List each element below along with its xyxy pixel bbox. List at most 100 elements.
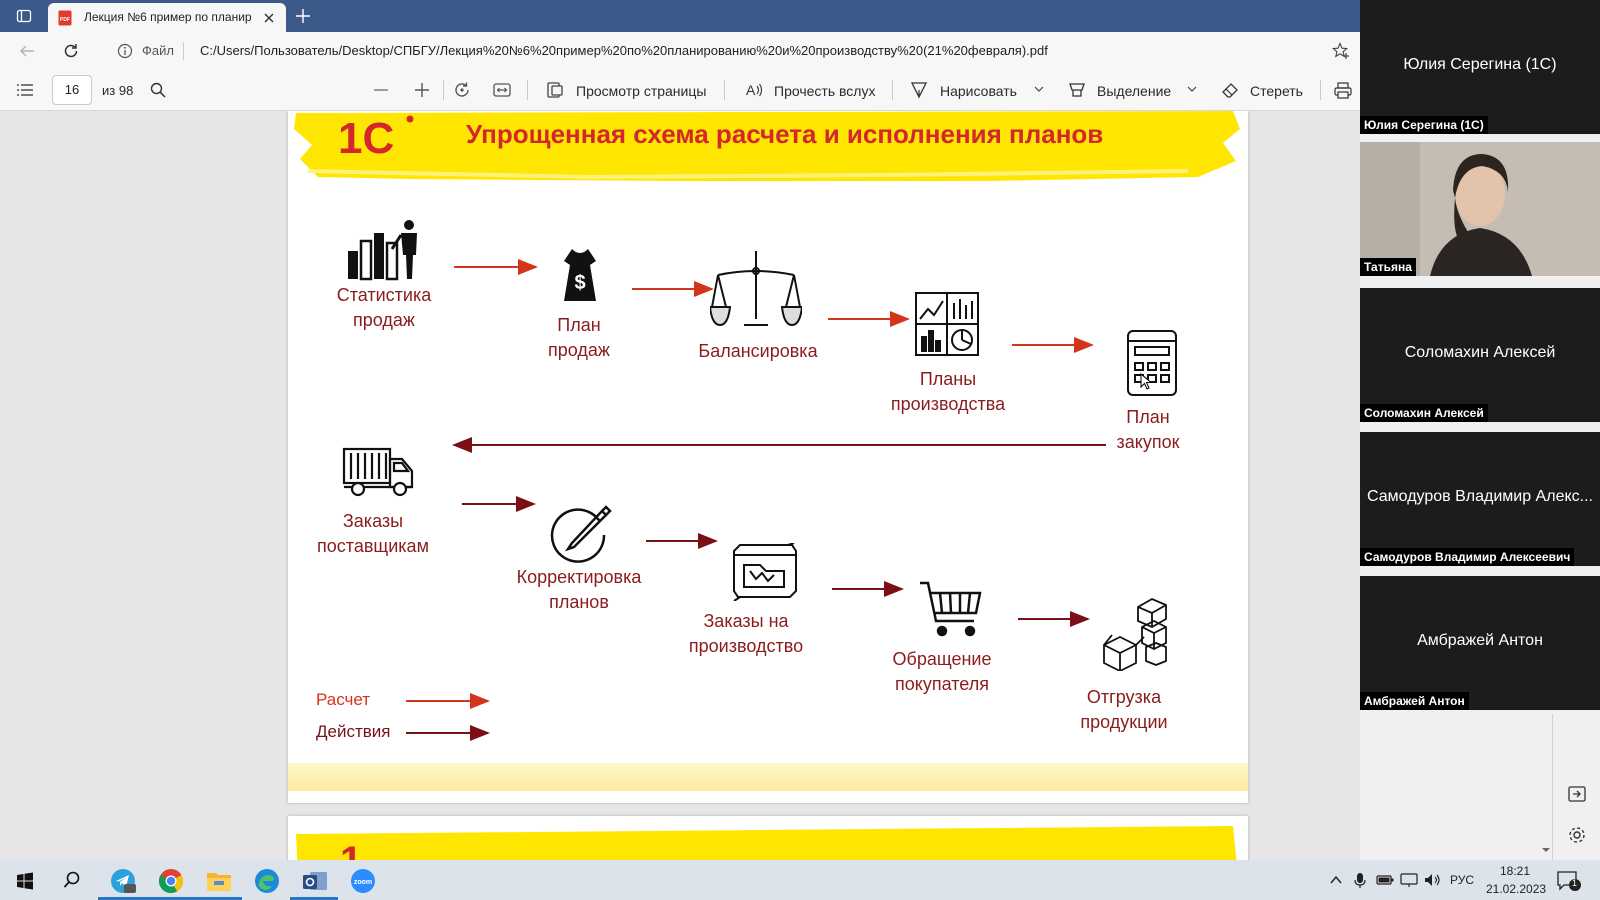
zoom-icon[interactable]: zoom	[350, 868, 376, 894]
windows-icon[interactable]	[16, 872, 34, 890]
participant-caption: Юлия Серегина (1С)	[1360, 116, 1488, 134]
participant-tile[interactable]: Самодуров Владимир Алекс... Самодуров Вл…	[1360, 432, 1600, 566]
page-total: из 98	[102, 83, 134, 98]
plan-correction-pencil-icon	[550, 501, 614, 563]
node-sales-plan: План продаж	[548, 315, 610, 360]
rotate-icon[interactable]	[453, 81, 471, 99]
page-number-input[interactable]: 16	[52, 75, 92, 105]
volume-icon[interactable]	[1424, 873, 1442, 887]
microphone-icon[interactable]	[1354, 872, 1366, 888]
toolbar-divider	[527, 80, 528, 100]
settings-gear-icon[interactable]	[1568, 826, 1586, 844]
participant-name: Самодуров Владимир Алекс...	[1367, 488, 1593, 505]
svg-text:1: 1	[340, 839, 362, 860]
node-balancing: Балансировка	[698, 341, 818, 361]
toolbar-divider	[892, 80, 893, 100]
erase-button[interactable]: Стереть	[1250, 83, 1303, 99]
taskbar-active-underline	[194, 897, 242, 900]
tab-actions-icon[interactable]	[16, 8, 32, 24]
url-field[interactable]: C:/Users/Пользователь/Desktop/СПБГУ/Лекц…	[200, 43, 1048, 58]
exit-panel-icon[interactable]	[1568, 786, 1586, 802]
outlook-icon[interactable]	[302, 868, 328, 894]
new-tab-icon[interactable]	[295, 8, 311, 24]
draw-button[interactable]: Нарисовать	[940, 83, 1017, 99]
participant-tile[interactable]: Соломахин Алексей Соломахин Алексей	[1360, 288, 1600, 422]
favorite-star-icon[interactable]	[1332, 42, 1350, 60]
participant-name: Амбражей Антон	[1417, 632, 1543, 649]
input-language[interactable]: РУС	[1450, 873, 1475, 887]
zoom-out-icon[interactable]	[373, 82, 389, 98]
clock-time[interactable]: 18:21	[1500, 864, 1531, 878]
node-shipment: Отгрузка продукции	[1080, 687, 1168, 732]
site-info-icon[interactable]	[117, 43, 133, 59]
sales-plan-dress-icon: $	[556, 247, 604, 303]
participant-caption: Соломахин Алексей	[1360, 404, 1488, 422]
telegram-icon[interactable]	[110, 868, 136, 894]
1c-logo: 1С	[338, 113, 428, 159]
participant-video-frame	[1360, 142, 1600, 276]
highlight-icon[interactable]	[1068, 81, 1086, 99]
contents-list-icon[interactable]	[16, 82, 34, 98]
participant-tile[interactable]: Амбражей Антон Амбражей Антон	[1360, 576, 1600, 710]
fit-width-icon[interactable]	[493, 82, 511, 98]
node-purchase-plan: План закупок	[1116, 407, 1180, 452]
highlight-button[interactable]: Выделение	[1097, 83, 1172, 99]
sales-statistics-icon	[346, 219, 422, 281]
svg-text:zoom: zoom	[354, 879, 372, 886]
pdf-viewer[interactable]: 1С Упрощенная схема расчета и исполнения…	[0, 111, 1360, 860]
tray-chevron-up-icon[interactable]	[1330, 875, 1342, 885]
slide-footer-band	[288, 763, 1248, 791]
file-explorer-icon[interactable]	[206, 869, 232, 893]
back-arrow-icon[interactable]	[18, 43, 36, 59]
edge-icon[interactable]	[254, 868, 280, 894]
page-view-icon[interactable]	[546, 82, 564, 98]
zoom-in-icon[interactable]	[414, 82, 430, 98]
clock-date[interactable]: 21.02.2023	[1486, 882, 1547, 896]
draw-chevron-down-icon[interactable]	[1034, 85, 1044, 93]
node-sales-statistics: Статистика продаж	[336, 285, 432, 330]
participant-caption: Амбражей Антон	[1360, 692, 1469, 710]
svg-text:$: $	[574, 272, 585, 294]
search-icon[interactable]	[63, 871, 81, 889]
address-bar: Файл C:/Users/Пользователь/Desktop/СПБГУ…	[0, 32, 1360, 70]
draw-icon[interactable]	[910, 81, 928, 99]
participant-caption: Самодуров Владимир Алексеевич	[1360, 548, 1575, 566]
battery-icon[interactable]	[1376, 874, 1394, 886]
purchase-plan-calculator-icon	[1126, 329, 1178, 397]
participant-name: Соломахин Алексей	[1404, 344, 1556, 361]
eraser-icon[interactable]	[1221, 81, 1239, 99]
scroll-down-arrow-icon[interactable]	[1541, 846, 1551, 854]
browser-tab[interactable]: PDF Лекция №6 пример по планир	[48, 3, 286, 32]
toolbar-divider	[443, 80, 444, 100]
url-separator	[183, 42, 184, 60]
tab-title: Лекция №6 пример по планир	[84, 10, 252, 24]
print-icon[interactable]	[1334, 81, 1352, 99]
panel-scrollbar[interactable]	[1552, 714, 1553, 860]
next-pdf-page: 1	[288, 816, 1248, 860]
node-customer-request: Обращение покупателя	[892, 649, 992, 694]
legend-actions-label: Действия	[316, 722, 391, 741]
page-view-button[interactable]: Просмотр страницы	[576, 83, 707, 99]
participants-panel: Юлия Серегина (1С) Юлия Серегина (1С) Та…	[1360, 0, 1600, 860]
refresh-icon[interactable]	[62, 42, 80, 60]
pdf-toolbar: 16 из 98 Просмотр страницы A Прочесть вс…	[0, 70, 1360, 111]
highlight-chevron-down-icon[interactable]	[1187, 85, 1197, 93]
svg-text:PDF: PDF	[60, 17, 70, 23]
shipment-boxes-icon	[1102, 591, 1172, 671]
notifications-icon[interactable]: 1	[1556, 870, 1582, 892]
node-production-orders: Заказы на производство	[688, 611, 804, 656]
chrome-icon[interactable]	[158, 868, 184, 894]
notification-count: 1	[1572, 878, 1578, 888]
node-production-plans: Планы производства	[890, 369, 1006, 414]
participant-tile[interactable]: Юлия Серегина (1С) Юлия Серегина (1С)	[1360, 0, 1600, 134]
node-plan-correction: Корректировка планов	[516, 567, 642, 612]
node-supplier-orders: Заказы поставщикам	[317, 511, 429, 556]
pdf-file-icon: PDF	[58, 10, 72, 26]
search-icon[interactable]	[150, 82, 166, 98]
svg-text:A: A	[746, 82, 756, 98]
read-aloud-button[interactable]: Прочесть вслух	[774, 83, 876, 99]
participant-video-tile[interactable]: Татьяна	[1360, 142, 1600, 276]
read-aloud-icon[interactable]: A	[745, 82, 763, 98]
close-tab-icon[interactable]	[262, 11, 276, 25]
network-icon[interactable]	[1400, 873, 1418, 887]
